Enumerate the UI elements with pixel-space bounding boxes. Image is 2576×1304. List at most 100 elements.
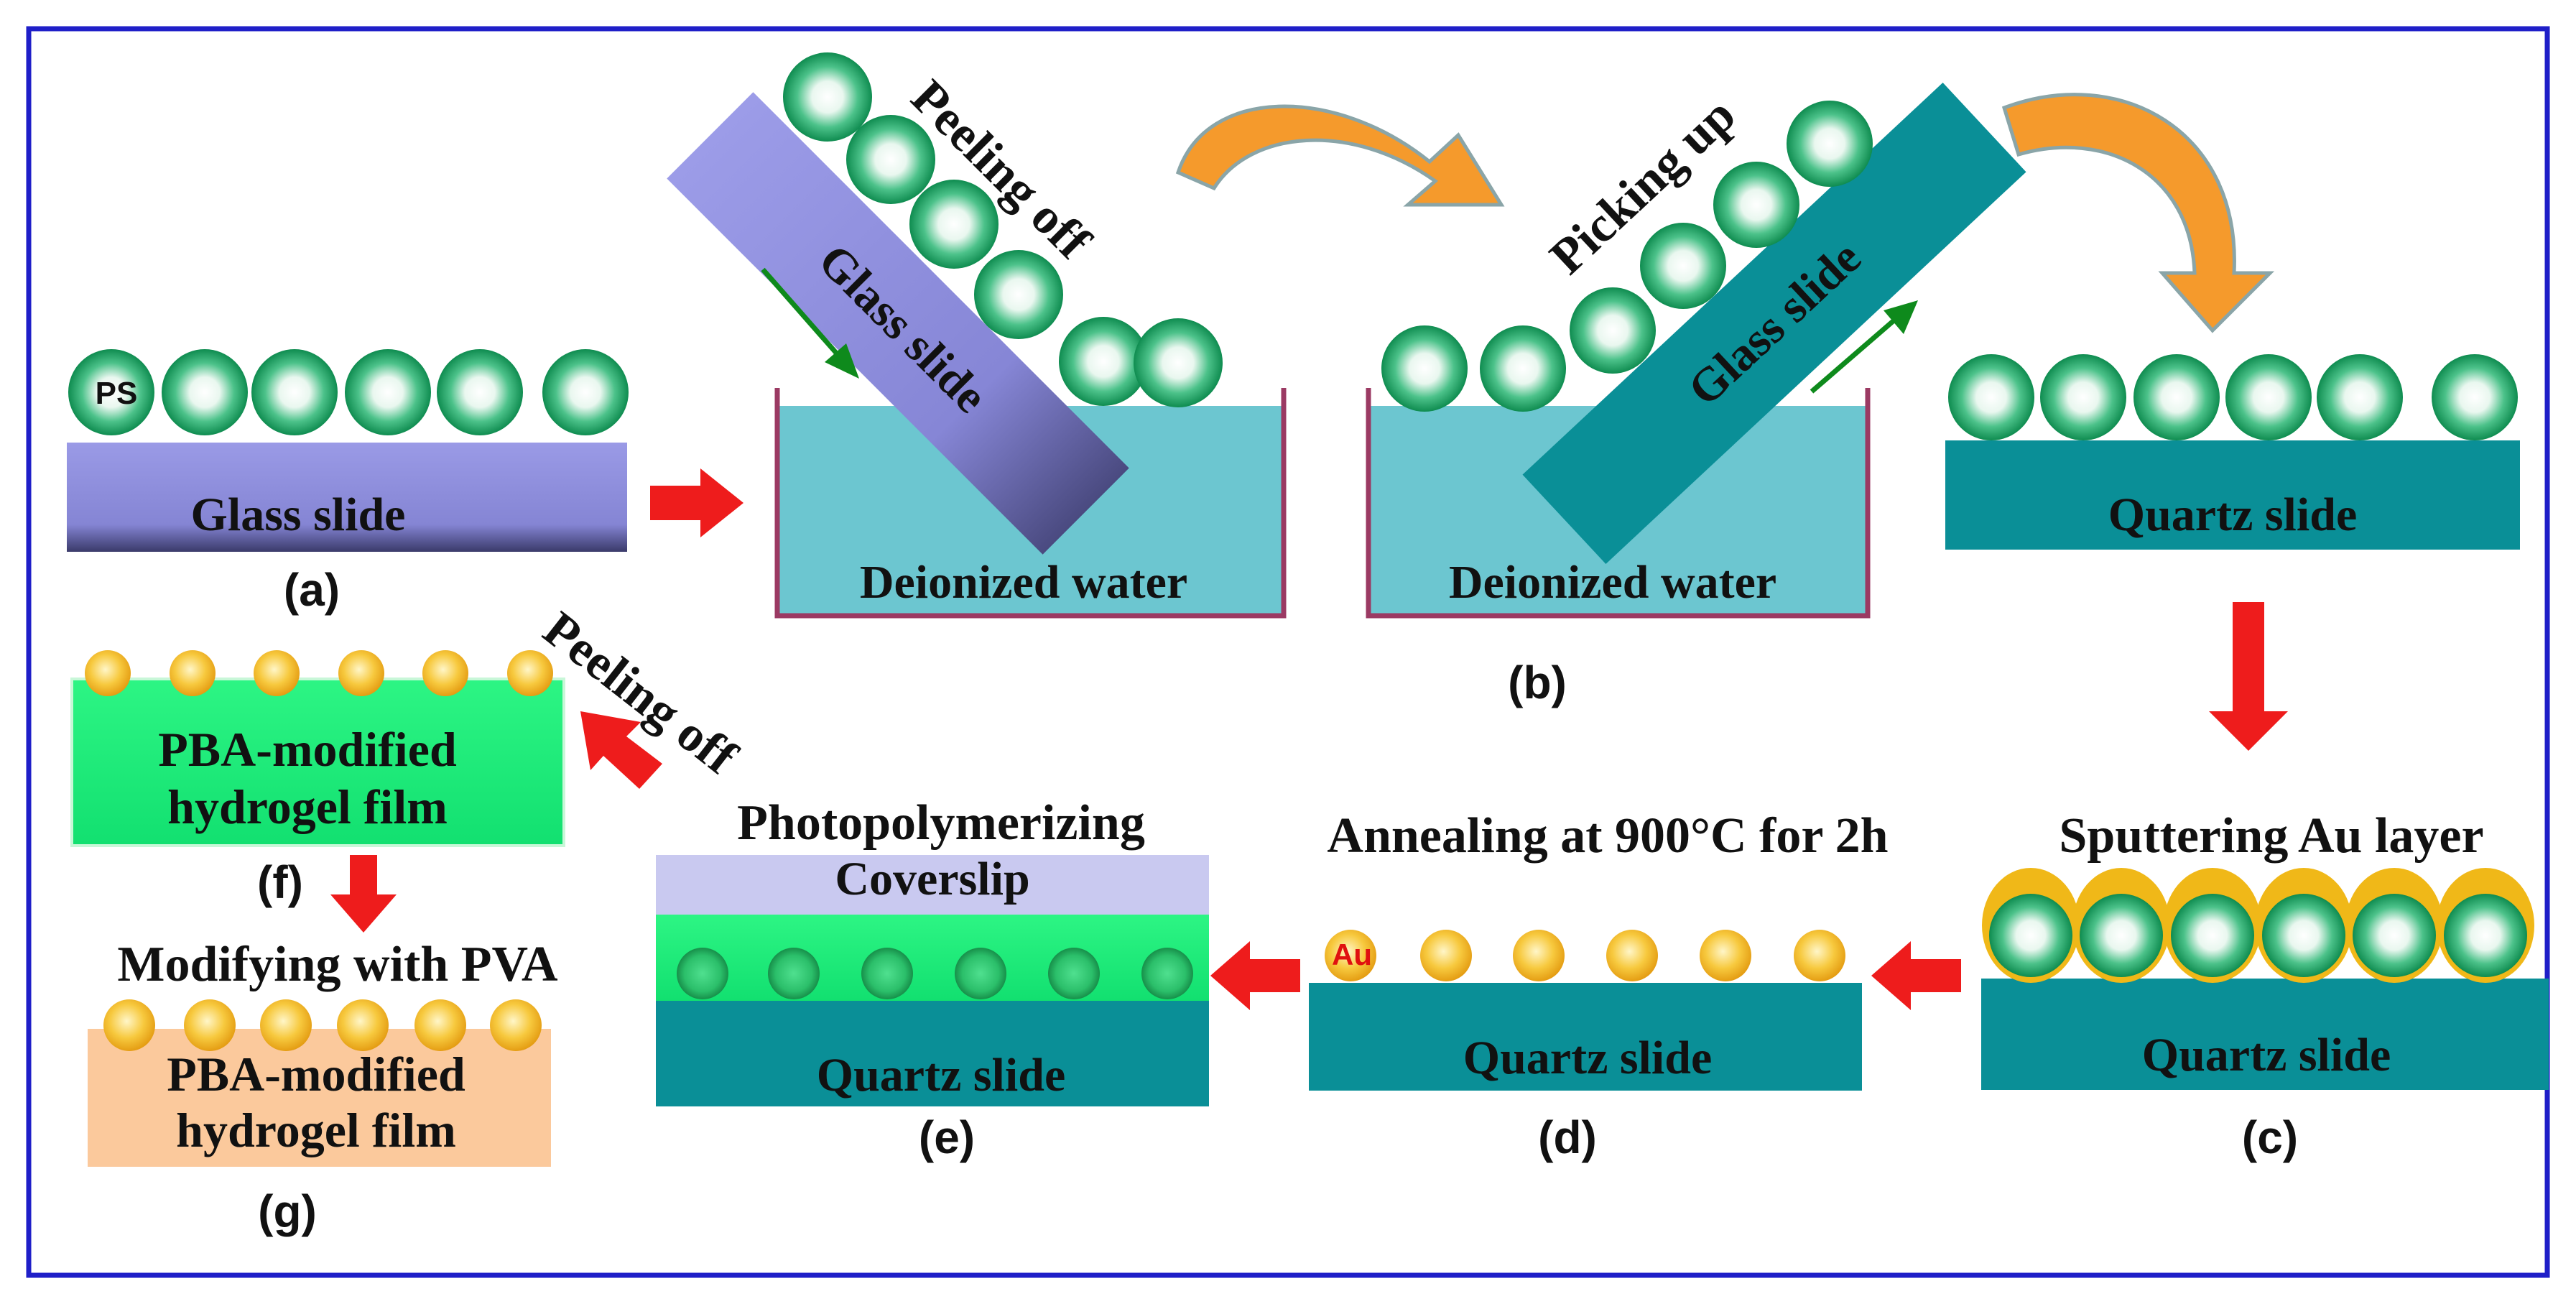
hydrogel-film-g <box>88 1029 551 1167</box>
tilted-quartz-slide <box>1522 83 2026 564</box>
quartz-slide-c-label: Quartz slide <box>2142 1029 2391 1081</box>
ps-sphere <box>1570 287 1656 374</box>
au-nanoparticle <box>338 650 384 696</box>
au-nanoparticle <box>422 650 468 696</box>
ps-sphere <box>1713 162 1799 248</box>
red-arrow-up-left <box>580 711 662 789</box>
panel-label-c: (c) <box>2242 1111 2298 1163</box>
red-arrow-right <box>650 468 743 537</box>
peeling-sphere-chain <box>783 52 1223 407</box>
pba-film-f-line2: hydrogel film <box>167 780 448 834</box>
au-nanoparticle <box>1606 930 1658 981</box>
ps-sphere <box>846 115 935 204</box>
au-nanoparticle <box>1700 930 1751 981</box>
ps-sphere <box>1989 894 2072 977</box>
ps-sphere-row-a <box>68 349 629 435</box>
glass-slide-a <box>67 443 627 552</box>
red-arrow-left <box>1871 941 1961 1010</box>
au-nanoparticle-row-f <box>85 650 553 696</box>
quartz-slide-b-label: Quartz slide <box>2108 489 2357 541</box>
panel-label-a: (a) <box>284 564 340 616</box>
ps-sphere <box>542 349 629 435</box>
ps-sphere <box>1381 325 1468 412</box>
quartz-slide-d-label: Quartz slide <box>1463 1032 1712 1084</box>
au-label: Au <box>1332 938 1372 971</box>
ps-sphere <box>1948 354 2034 440</box>
ps-sphere <box>2262 894 2345 977</box>
ps-sphere <box>974 250 1063 339</box>
quartz-slide-e-label: Quartz slide <box>817 1049 1065 1101</box>
red-arrow-left <box>1210 941 1300 1010</box>
ps-sphere <box>2133 354 2220 440</box>
ps-label: PS <box>96 376 138 411</box>
coverslip <box>656 855 1209 915</box>
pba-film-g-line1: PBA-modified <box>167 1047 465 1101</box>
embedded-particle <box>677 948 728 999</box>
panel-label-f: (f) <box>257 856 303 908</box>
quartz-slide-e <box>656 1001 1209 1106</box>
stage-c: Sputtering Au layer Quartz slide (c) <box>1981 808 2549 1163</box>
orange-curved-arrow-1 <box>1175 104 1505 207</box>
ps-sphere <box>2171 894 2254 977</box>
ps-sphere <box>2225 354 2312 440</box>
quartz-with-spheres: Quartz slide <box>1945 354 2520 550</box>
stage-a: Glass slide PS (a) <box>67 349 629 616</box>
au-nanoparticle <box>170 650 216 696</box>
beaker-1 <box>774 388 1287 619</box>
glass-slide-a-label: Glass slide <box>191 489 406 541</box>
ps-sphere <box>345 349 431 435</box>
green-arrow-up <box>1810 316 1899 394</box>
au-nanoparticle <box>1513 930 1565 981</box>
panel-label-e: (e) <box>919 1111 975 1163</box>
deionized-water-2-label: Deionized water <box>1449 556 1776 609</box>
embedded-particles <box>677 948 1193 999</box>
ps-sphere <box>1059 317 1148 406</box>
au-nanoparticle <box>414 999 466 1051</box>
embedded-particle <box>768 948 820 999</box>
embedded-particle <box>1141 948 1193 999</box>
modifying-label: Modifying with PVA <box>117 937 558 992</box>
panel-label-g: (g) <box>258 1185 317 1237</box>
au-coated-spheres <box>1982 868 2534 983</box>
au-nanoparticle <box>85 650 131 696</box>
ps-sphere <box>783 52 872 142</box>
ps-sphere <box>2040 354 2126 440</box>
ps-sphere <box>2317 354 2403 440</box>
embedded-particle <box>955 948 1006 999</box>
au-nanoparticle <box>103 999 155 1051</box>
quartz-slide-b <box>1945 440 2520 550</box>
panel-label-b: (b) <box>1508 657 1567 708</box>
pba-film-f-line1: PBA-modified <box>158 722 457 777</box>
quartz-slide-d <box>1309 983 1862 1091</box>
au-nanoparticle <box>337 999 389 1051</box>
ps-sphere <box>437 349 523 435</box>
quartz-slide-c <box>1981 979 2549 1090</box>
annealing-label: Annealing at 900°C for 2h <box>1327 808 1888 864</box>
ps-sphere <box>68 349 154 435</box>
ps-sphere <box>251 349 338 435</box>
picking-sphere-chain <box>1381 101 1873 412</box>
panel-label-d: (d) <box>1538 1111 1597 1163</box>
ps-sphere <box>2444 894 2527 977</box>
red-arrow-down <box>2209 602 2288 751</box>
hydrogel-layer-e <box>656 915 1209 1001</box>
au-nanoparticle <box>1794 930 1845 981</box>
tilted-glass-slide <box>667 92 1129 555</box>
sputtering-label: Sputtering Au layer <box>2059 808 2483 864</box>
au-nanoparticle <box>1420 930 1472 981</box>
picking-beaker: Deionized water Glass slide Picking up (… <box>1366 83 2026 708</box>
au-nanoparticle <box>254 650 300 696</box>
coverslip-label: Coverslip <box>835 853 1029 905</box>
pba-film-g-line2: hydrogel film <box>176 1103 456 1157</box>
au-nanoparticle-row-d <box>1325 930 1845 981</box>
ps-sphere <box>909 180 999 269</box>
au-nanoparticle <box>260 999 312 1051</box>
ps-sphere <box>1787 101 1873 187</box>
stage-f: PBA-modified hydrogel film (f) <box>70 650 565 908</box>
au-nanoparticle <box>507 650 553 696</box>
stage-d: Annealing at 900°C for 2h Quartz slide A… <box>1309 808 1889 1163</box>
green-arrow-down <box>761 267 843 360</box>
stage-g: Modifying with PVA PBA-modified hydrogel… <box>88 937 558 1237</box>
embedded-particle <box>861 948 913 999</box>
